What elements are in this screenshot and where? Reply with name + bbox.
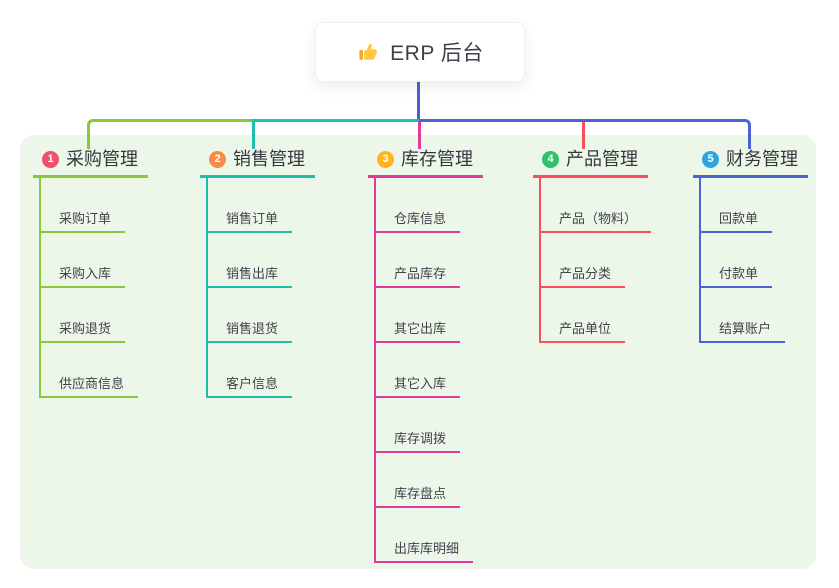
child-node[interactable]: 采购退货 xyxy=(41,288,126,343)
root-connector-line xyxy=(417,82,420,122)
branch-product-label: 产品管理 xyxy=(566,149,638,169)
child-node[interactable]: 结算账户 xyxy=(701,288,786,343)
branch-inventory-children: 仓库信息 产品库存 其它出库 其它入库 库存调拨 库存盘点 出库库明细 xyxy=(374,178,474,563)
branch-purchase-children: 采购订单 采购入库 采购退货 供应商信息 xyxy=(39,178,139,398)
branch-finance-children: 回款单 付款单 结算账户 xyxy=(699,178,786,343)
branch-product-header[interactable]: 4 产品管理 xyxy=(533,148,648,178)
branch-number-badge: 4 xyxy=(542,150,559,168)
branch-sales-header[interactable]: 2 销售管理 xyxy=(200,148,315,178)
child-node[interactable]: 库存调拨 xyxy=(376,398,461,453)
branch-sales-label: 销售管理 xyxy=(233,149,305,169)
root-node-label: ERP 后台 xyxy=(390,42,484,65)
branch-finance-label: 财务管理 xyxy=(726,149,798,169)
branch-product: 4 产品管理 产品（物料） 产品分类 产品单位 xyxy=(533,148,652,343)
child-node[interactable]: 产品库存 xyxy=(376,233,461,288)
drop-line-inventory xyxy=(418,122,421,149)
branch-purchase-label: 采购管理 xyxy=(66,149,138,169)
child-node[interactable]: 库存盘点 xyxy=(376,453,461,508)
root-node[interactable]: ERP 后台 xyxy=(315,22,525,82)
branch-number-badge: 3 xyxy=(377,150,394,168)
branch-number-badge: 5 xyxy=(702,150,719,168)
drop-line-product xyxy=(582,122,585,149)
bus-segment-purchase xyxy=(87,119,254,149)
branch-number-badge: 2 xyxy=(209,150,226,168)
branch-finance: 5 财务管理 回款单 付款单 结算账户 xyxy=(693,148,808,343)
child-node[interactable]: 销售出库 xyxy=(208,233,293,288)
child-node[interactable]: 销售退货 xyxy=(208,288,293,343)
child-node[interactable]: 销售订单 xyxy=(208,178,293,233)
branch-product-children: 产品（物料） 产品分类 产品单位 xyxy=(539,178,652,343)
child-node[interactable]: 采购订单 xyxy=(41,178,126,233)
child-node[interactable]: 出库库明细 xyxy=(376,508,474,563)
child-node[interactable]: 供应商信息 xyxy=(41,343,139,398)
bus-segment-finance xyxy=(419,119,751,149)
branch-finance-header[interactable]: 5 财务管理 xyxy=(693,148,808,178)
child-node[interactable]: 回款单 xyxy=(701,178,773,233)
child-node[interactable]: 产品（物料） xyxy=(541,178,652,233)
branch-sales-children: 销售订单 销售出库 销售退货 客户信息 xyxy=(206,178,293,398)
child-node[interactable]: 仓库信息 xyxy=(376,178,461,233)
bus-segment-sales xyxy=(252,119,419,149)
branch-inventory-label: 库存管理 xyxy=(401,149,473,169)
branch-number-badge: 1 xyxy=(42,150,59,168)
child-node[interactable]: 其它入库 xyxy=(376,343,461,398)
child-node[interactable]: 产品分类 xyxy=(541,233,626,288)
branch-inventory: 3 库存管理 仓库信息 产品库存 其它出库 其它入库 库存调拨 库存盘点 出库库… xyxy=(368,148,483,563)
child-node[interactable]: 客户信息 xyxy=(208,343,293,398)
branches-background-panel xyxy=(20,135,816,569)
thumbs-up-icon xyxy=(359,43,378,60)
branch-inventory-header[interactable]: 3 库存管理 xyxy=(368,148,483,178)
branch-sales: 2 销售管理 销售订单 销售出库 销售退货 客户信息 xyxy=(200,148,315,398)
branch-purchase: 1 采购管理 采购订单 采购入库 采购退货 供应商信息 xyxy=(33,148,148,398)
child-node[interactable]: 产品单位 xyxy=(541,288,626,343)
child-node[interactable]: 采购入库 xyxy=(41,233,126,288)
branch-purchase-header[interactable]: 1 采购管理 xyxy=(33,148,148,178)
child-node[interactable]: 付款单 xyxy=(701,233,773,288)
child-node[interactable]: 其它出库 xyxy=(376,288,461,343)
